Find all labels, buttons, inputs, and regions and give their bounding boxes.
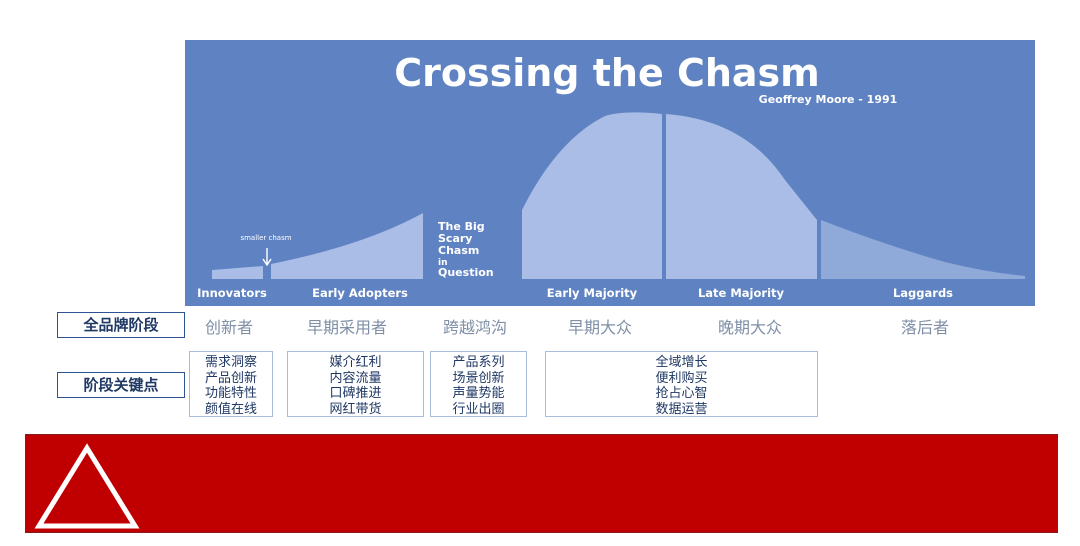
big-chasm-line-5: Question xyxy=(438,266,494,279)
chart-author: Geoffrey Moore - 1991 xyxy=(759,93,898,106)
stage-laggards: 落后者 xyxy=(900,318,949,337)
key-box-chasm: 产品系列 场景创新 声量势能 行业出圈 xyxy=(430,351,527,417)
curve-early-majority xyxy=(522,112,662,280)
stage-chasm: 跨越鸿沟 xyxy=(442,318,507,337)
segment-laggards: Laggards xyxy=(893,286,953,300)
key-point: 行业出圈 xyxy=(452,401,505,417)
smaller-chasm-arrow xyxy=(262,248,272,267)
key-point: 产品系列 xyxy=(452,355,505,370)
key-point: 口碑推进 xyxy=(329,386,382,401)
big-chasm-line-1: The Big xyxy=(438,220,485,233)
curve-early-adopters xyxy=(271,213,423,279)
key-point: 需求洞察 xyxy=(204,355,257,370)
key-point: 数据运营 xyxy=(655,401,708,417)
warning-triangle-icon xyxy=(34,443,140,529)
segment-early-adopters: Early Adopters xyxy=(312,286,408,300)
stage-early-adopters: 早期采用者 xyxy=(306,318,387,337)
stage-late-majority: 晚期大众 xyxy=(717,318,782,337)
stage-row-label: 全品牌阶段 xyxy=(57,312,185,338)
key-point: 抢占心智 xyxy=(655,386,708,401)
big-chasm-line-2: Scary xyxy=(438,232,472,245)
smaller-chasm-label: smaller chasm xyxy=(240,234,291,242)
key-point: 网红带货 xyxy=(329,401,382,417)
big-chasm-label: The Big Scary Chasm in Question xyxy=(438,220,494,279)
key-box-early-adopters: 媒介红利 内容流量 口碑推进 网红带货 xyxy=(287,351,424,417)
curve-innovators xyxy=(212,266,263,279)
chasm-diagram: Crossing the Chasm Geoffrey Moore - 1991… xyxy=(185,40,1035,306)
big-chasm-line-4: in xyxy=(438,258,448,268)
key-box-majority: 全域增长 便利购买 抢占心智 数据运营 xyxy=(545,351,818,417)
key-point: 功能特性 xyxy=(204,386,257,401)
curve-late-majority xyxy=(666,114,817,279)
segment-innovators: Innovators xyxy=(197,286,267,300)
key-box-innovators: 需求洞察 产品创新 功能特性 颜值在线 xyxy=(189,351,273,417)
key-point: 媒介红利 xyxy=(329,355,382,370)
stage-innovators: 创新者 xyxy=(204,318,253,337)
key-point: 便利购买 xyxy=(655,370,708,386)
key-point: 颜值在线 xyxy=(204,401,257,417)
stage-early-majority: 早期大众 xyxy=(567,318,632,337)
red-banner xyxy=(25,434,1058,533)
key-point: 全域增长 xyxy=(655,355,708,370)
key-point: 声量势能 xyxy=(452,386,505,401)
key-point: 内容流量 xyxy=(329,370,382,386)
big-chasm-line-3: Chasm xyxy=(438,244,479,257)
segment-early-majority: Early Majority xyxy=(547,286,638,300)
chart-title: Crossing the Chasm xyxy=(394,51,820,95)
key-row-label: 阶段关键点 xyxy=(57,372,185,398)
segment-late-majority: Late Majority xyxy=(698,286,785,300)
key-point: 产品创新 xyxy=(204,370,257,386)
key-point: 场景创新 xyxy=(452,370,505,386)
curve-laggards xyxy=(821,220,1025,279)
